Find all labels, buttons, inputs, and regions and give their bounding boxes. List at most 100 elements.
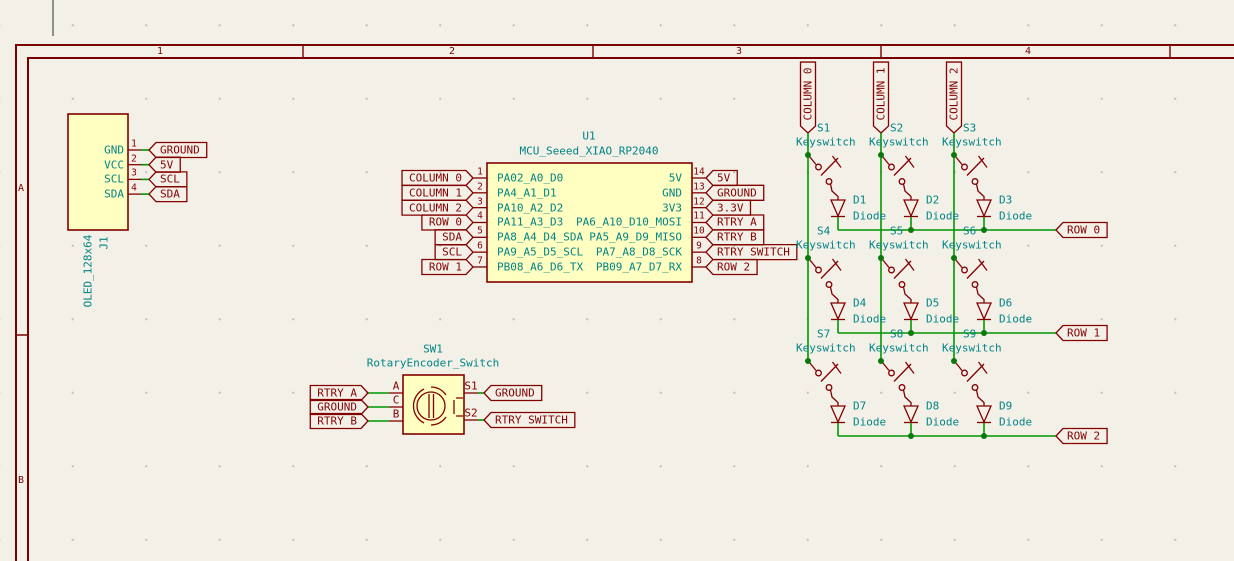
diode-d1-symbol[interactable] <box>830 199 846 218</box>
keyswitch-s6-symbol[interactable] <box>954 258 988 303</box>
pin-number: 13 <box>693 181 705 193</box>
frame-column-number: 1 <box>156 46 164 57</box>
global-label-5v-text: 5V <box>160 158 174 172</box>
global-label-5v[interactable] <box>148 156 181 173</box>
keyswitch-s5-symbol[interactable] <box>881 258 915 303</box>
pin-name: PA5_A9_D9_MISO <box>589 230 682 244</box>
keyswitch-s2-symbol[interactable] <box>881 155 915 200</box>
diode-d5-symbol[interactable] <box>903 302 919 321</box>
global-label-ground[interactable] <box>309 398 369 416</box>
global-label-sda[interactable] <box>148 185 188 203</box>
global-label-row-2[interactable] <box>705 258 758 276</box>
pin-number: 11 <box>693 210 705 222</box>
diode-d3-symbol[interactable] <box>976 199 992 218</box>
global-label-rtry-a[interactable] <box>705 214 765 231</box>
junction-dot[interactable] <box>908 330 914 336</box>
diode-d4-symbol[interactable] <box>830 302 846 321</box>
pin-name: SCL <box>104 172 124 186</box>
diode-d8-symbol[interactable] <box>903 405 919 424</box>
global-label-5v-text: 5V <box>717 171 731 185</box>
diode-reference-field: D9 <box>999 399 1013 413</box>
global-label-column-2-text: COLUMN 2 <box>409 201 462 215</box>
pin-number: 1 <box>477 166 483 178</box>
global-label-row-1[interactable] <box>1055 324 1108 342</box>
global-label-rtry-switch[interactable] <box>483 411 576 429</box>
global-label-ground[interactable] <box>483 384 543 402</box>
global-label-3-3v-text: 3.3V <box>717 201 744 215</box>
global-label-rtry-b[interactable] <box>705 229 765 246</box>
global-label-column-1[interactable] <box>872 61 890 134</box>
junction-dot[interactable] <box>878 358 884 364</box>
global-label-column-0[interactable] <box>799 61 817 134</box>
cursor-artifact <box>52 0 54 36</box>
mcu-value-field: MCU_Seeed_XIAO_RP2040 <box>519 144 659 158</box>
mcu-reference-field: U1 <box>582 129 596 143</box>
junction-dot[interactable] <box>981 433 987 439</box>
pin-name: S2 <box>464 406 478 420</box>
oled-symbol-body[interactable] <box>67 113 129 231</box>
global-label-row-2[interactable] <box>1055 427 1108 445</box>
keyswitch-s7-symbol[interactable] <box>808 361 842 406</box>
junction-dot[interactable] <box>981 330 987 336</box>
junction-dot[interactable] <box>805 255 811 261</box>
switch-reference-field: S5 <box>890 224 904 238</box>
pin-name: SDA <box>104 187 124 201</box>
global-label-rtry-a[interactable] <box>309 384 369 402</box>
diode-reference-field: D4 <box>853 296 867 310</box>
pin-name: B <box>392 407 400 421</box>
pin-number: 3 <box>131 167 137 179</box>
diode-d6-symbol[interactable] <box>976 302 992 321</box>
global-label-3-3v[interactable] <box>705 199 752 216</box>
keyswitch-s1-symbol[interactable] <box>808 155 842 200</box>
global-label-scl[interactable] <box>434 243 474 261</box>
global-label-5v[interactable] <box>705 169 738 187</box>
junction-dot[interactable] <box>878 152 884 158</box>
pin-number: 4 <box>477 210 483 222</box>
junction-dot[interactable] <box>908 433 914 439</box>
global-label-column-2[interactable] <box>401 199 474 216</box>
junction-dot[interactable] <box>951 358 957 364</box>
global-label-ground[interactable] <box>148 141 208 159</box>
global-label-sda[interactable] <box>434 229 474 246</box>
junction-dot[interactable] <box>805 358 811 364</box>
global-label-row-0[interactable] <box>421 214 474 231</box>
keyswitch-s8-symbol[interactable] <box>881 361 915 406</box>
keyswitch-s3-symbol[interactable] <box>954 155 988 200</box>
junction-dot[interactable] <box>951 255 957 261</box>
global-label-row-0[interactable] <box>1055 221 1108 239</box>
global-label-row-0-text: ROW 0 <box>1067 223 1101 237</box>
diode-reference-field: D6 <box>999 296 1013 310</box>
pin-name: PA9_A5_D5_SCL <box>497 245 584 259</box>
switch-value-field: Keyswitch <box>942 341 1002 355</box>
diode-reference-field: D2 <box>926 193 940 207</box>
diode-reference-field: D8 <box>926 399 940 413</box>
junction-dot[interactable] <box>878 255 884 261</box>
junction-dot[interactable] <box>951 152 957 158</box>
global-label-rtry-switch-text: RTRY SWITCH <box>717 245 790 259</box>
diode-d2-symbol[interactable] <box>903 199 919 218</box>
global-label-rtry-switch[interactable] <box>705 243 798 261</box>
global-label-row-0-text: ROW 0 <box>428 215 462 229</box>
switch-reference-field: S1 <box>817 121 831 135</box>
global-label-column-1[interactable] <box>401 184 474 201</box>
global-label-column-0[interactable] <box>401 169 474 187</box>
frame-column-number: 2 <box>448 46 456 57</box>
junction-dot[interactable] <box>981 227 987 233</box>
keyswitch-s9-symbol[interactable] <box>954 361 988 406</box>
diode-d9-symbol[interactable] <box>976 405 992 424</box>
global-label-column-2[interactable] <box>945 61 963 134</box>
global-label-ground[interactable] <box>705 184 765 201</box>
global-label-column-1-text: COLUMN 1 <box>409 186 462 200</box>
global-label-row-1[interactable] <box>421 258 474 276</box>
keyswitch-s4-symbol[interactable] <box>808 258 842 303</box>
junction-dot[interactable] <box>908 227 914 233</box>
encoder-symbol-graphic <box>412 386 463 426</box>
global-label-scl[interactable] <box>148 171 188 188</box>
global-label-rtry-b[interactable] <box>309 412 369 430</box>
mcu-symbol-body[interactable] <box>486 162 693 283</box>
global-label-ground-text: GROUND <box>717 186 757 200</box>
global-label-column-0-text: COLUMN 0 <box>801 67 815 121</box>
diode-d7-symbol[interactable] <box>830 405 846 424</box>
junction-dot[interactable] <box>805 152 811 158</box>
